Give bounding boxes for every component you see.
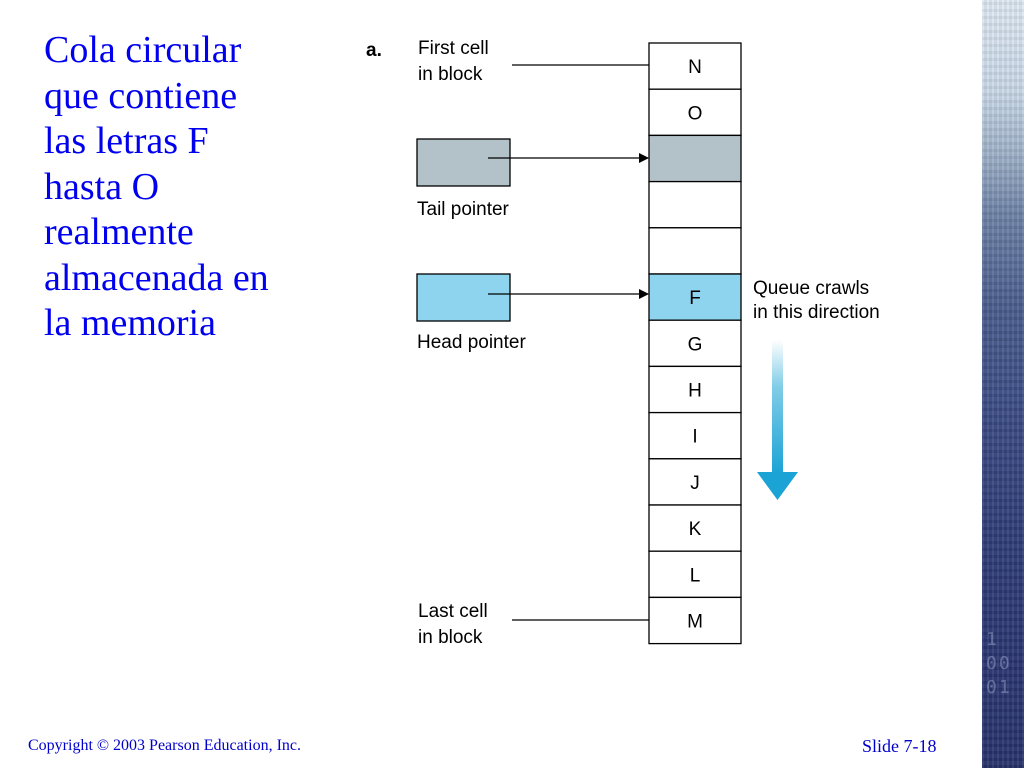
memory-cell-letter: K: [689, 519, 702, 540]
memory-cell-empty: [648, 227, 742, 275]
memory-cell-empty: [648, 180, 742, 229]
body-line: las letras F: [44, 120, 209, 162]
head-pointer-label: Head pointer: [417, 332, 526, 353]
first-cell-label-line2: in block: [418, 64, 483, 85]
down-arrow-icon: [757, 340, 798, 500]
copyright-notice: Copyright © 2003 Pearson Education, Inc.: [28, 737, 301, 754]
head-pointer-box: [416, 273, 511, 322]
memory-cell-letter: G: [688, 334, 703, 355]
memory-cell-letter: I: [692, 427, 697, 448]
panel-label: a.: [366, 40, 382, 61]
memory-cell-letter: F: [689, 288, 701, 309]
memory-cell-letter: J: [690, 473, 700, 494]
memory-cell-data: [648, 319, 742, 368]
memory-cell-data: [648, 273, 742, 321]
body-line: la memoria: [44, 302, 216, 344]
last-cell-label-line2: in block: [418, 627, 483, 648]
body-line: que contiene: [44, 74, 238, 117]
memory-cell-data: [648, 411, 742, 460]
memory-cell-empty: [648, 134, 742, 183]
slide-body-text: Cola circular que contiene las letras F …: [44, 28, 334, 347]
memory-cell-letter: L: [690, 565, 701, 586]
memory-cell-letter: H: [688, 381, 702, 402]
memory-cell-column: N O F G H I J K L M: [648, 42, 742, 645]
body-line: realmente: [44, 211, 194, 253]
body-line: Cola circular: [44, 29, 242, 71]
body-line: almacenada en: [44, 256, 269, 299]
last-cell-label-line1: Last cell: [418, 601, 488, 622]
slide-number: Slide 7-18: [862, 736, 937, 756]
memory-cell-data: [648, 458, 742, 506]
tail-pointer-box: [416, 138, 511, 187]
first-cell-label-line1: First cell: [418, 38, 489, 59]
body-line: hasta O: [44, 165, 160, 208]
memory-cell-letter: O: [688, 103, 703, 124]
direction-label-line1: Queue crawls: [753, 278, 869, 299]
memory-cell-letter: N: [688, 57, 702, 78]
memory-cell-data: [648, 88, 742, 137]
direction-label-line2: in this direction: [753, 302, 880, 323]
memory-cell-data: [648, 596, 742, 645]
memory-cell-data: [648, 365, 742, 414]
tail-pointer-label: Tail pointer: [417, 199, 510, 220]
memory-cell-letter: M: [687, 612, 703, 633]
